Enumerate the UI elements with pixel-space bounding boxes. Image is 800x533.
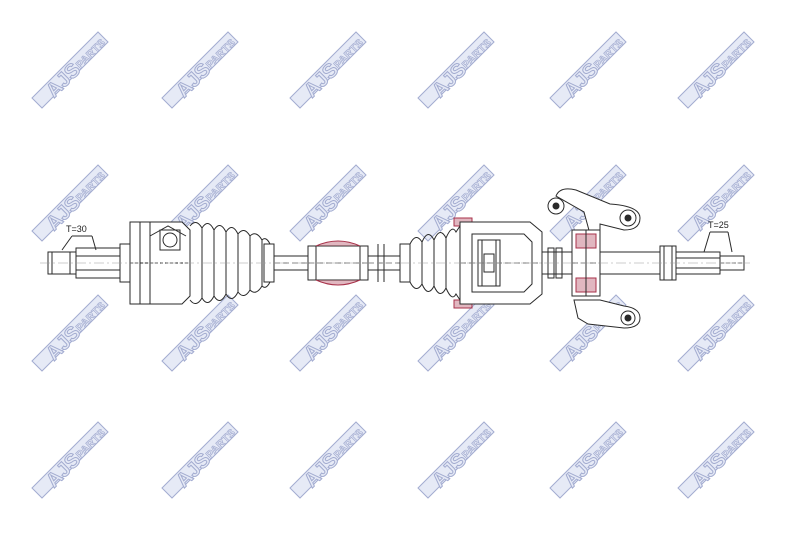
left-spline-label: T=30 (66, 224, 87, 234)
vibration-damper (307, 240, 369, 286)
bearing-bracket (547, 188, 641, 329)
drive-shaft: T=30 (40, 188, 750, 329)
right-spline-label: T=25 (708, 220, 729, 230)
inner-tripod-joint (459, 221, 543, 305)
left-spline-dimension: T=30 (61, 224, 97, 251)
right-spline-dimension: T=25 (703, 220, 733, 253)
